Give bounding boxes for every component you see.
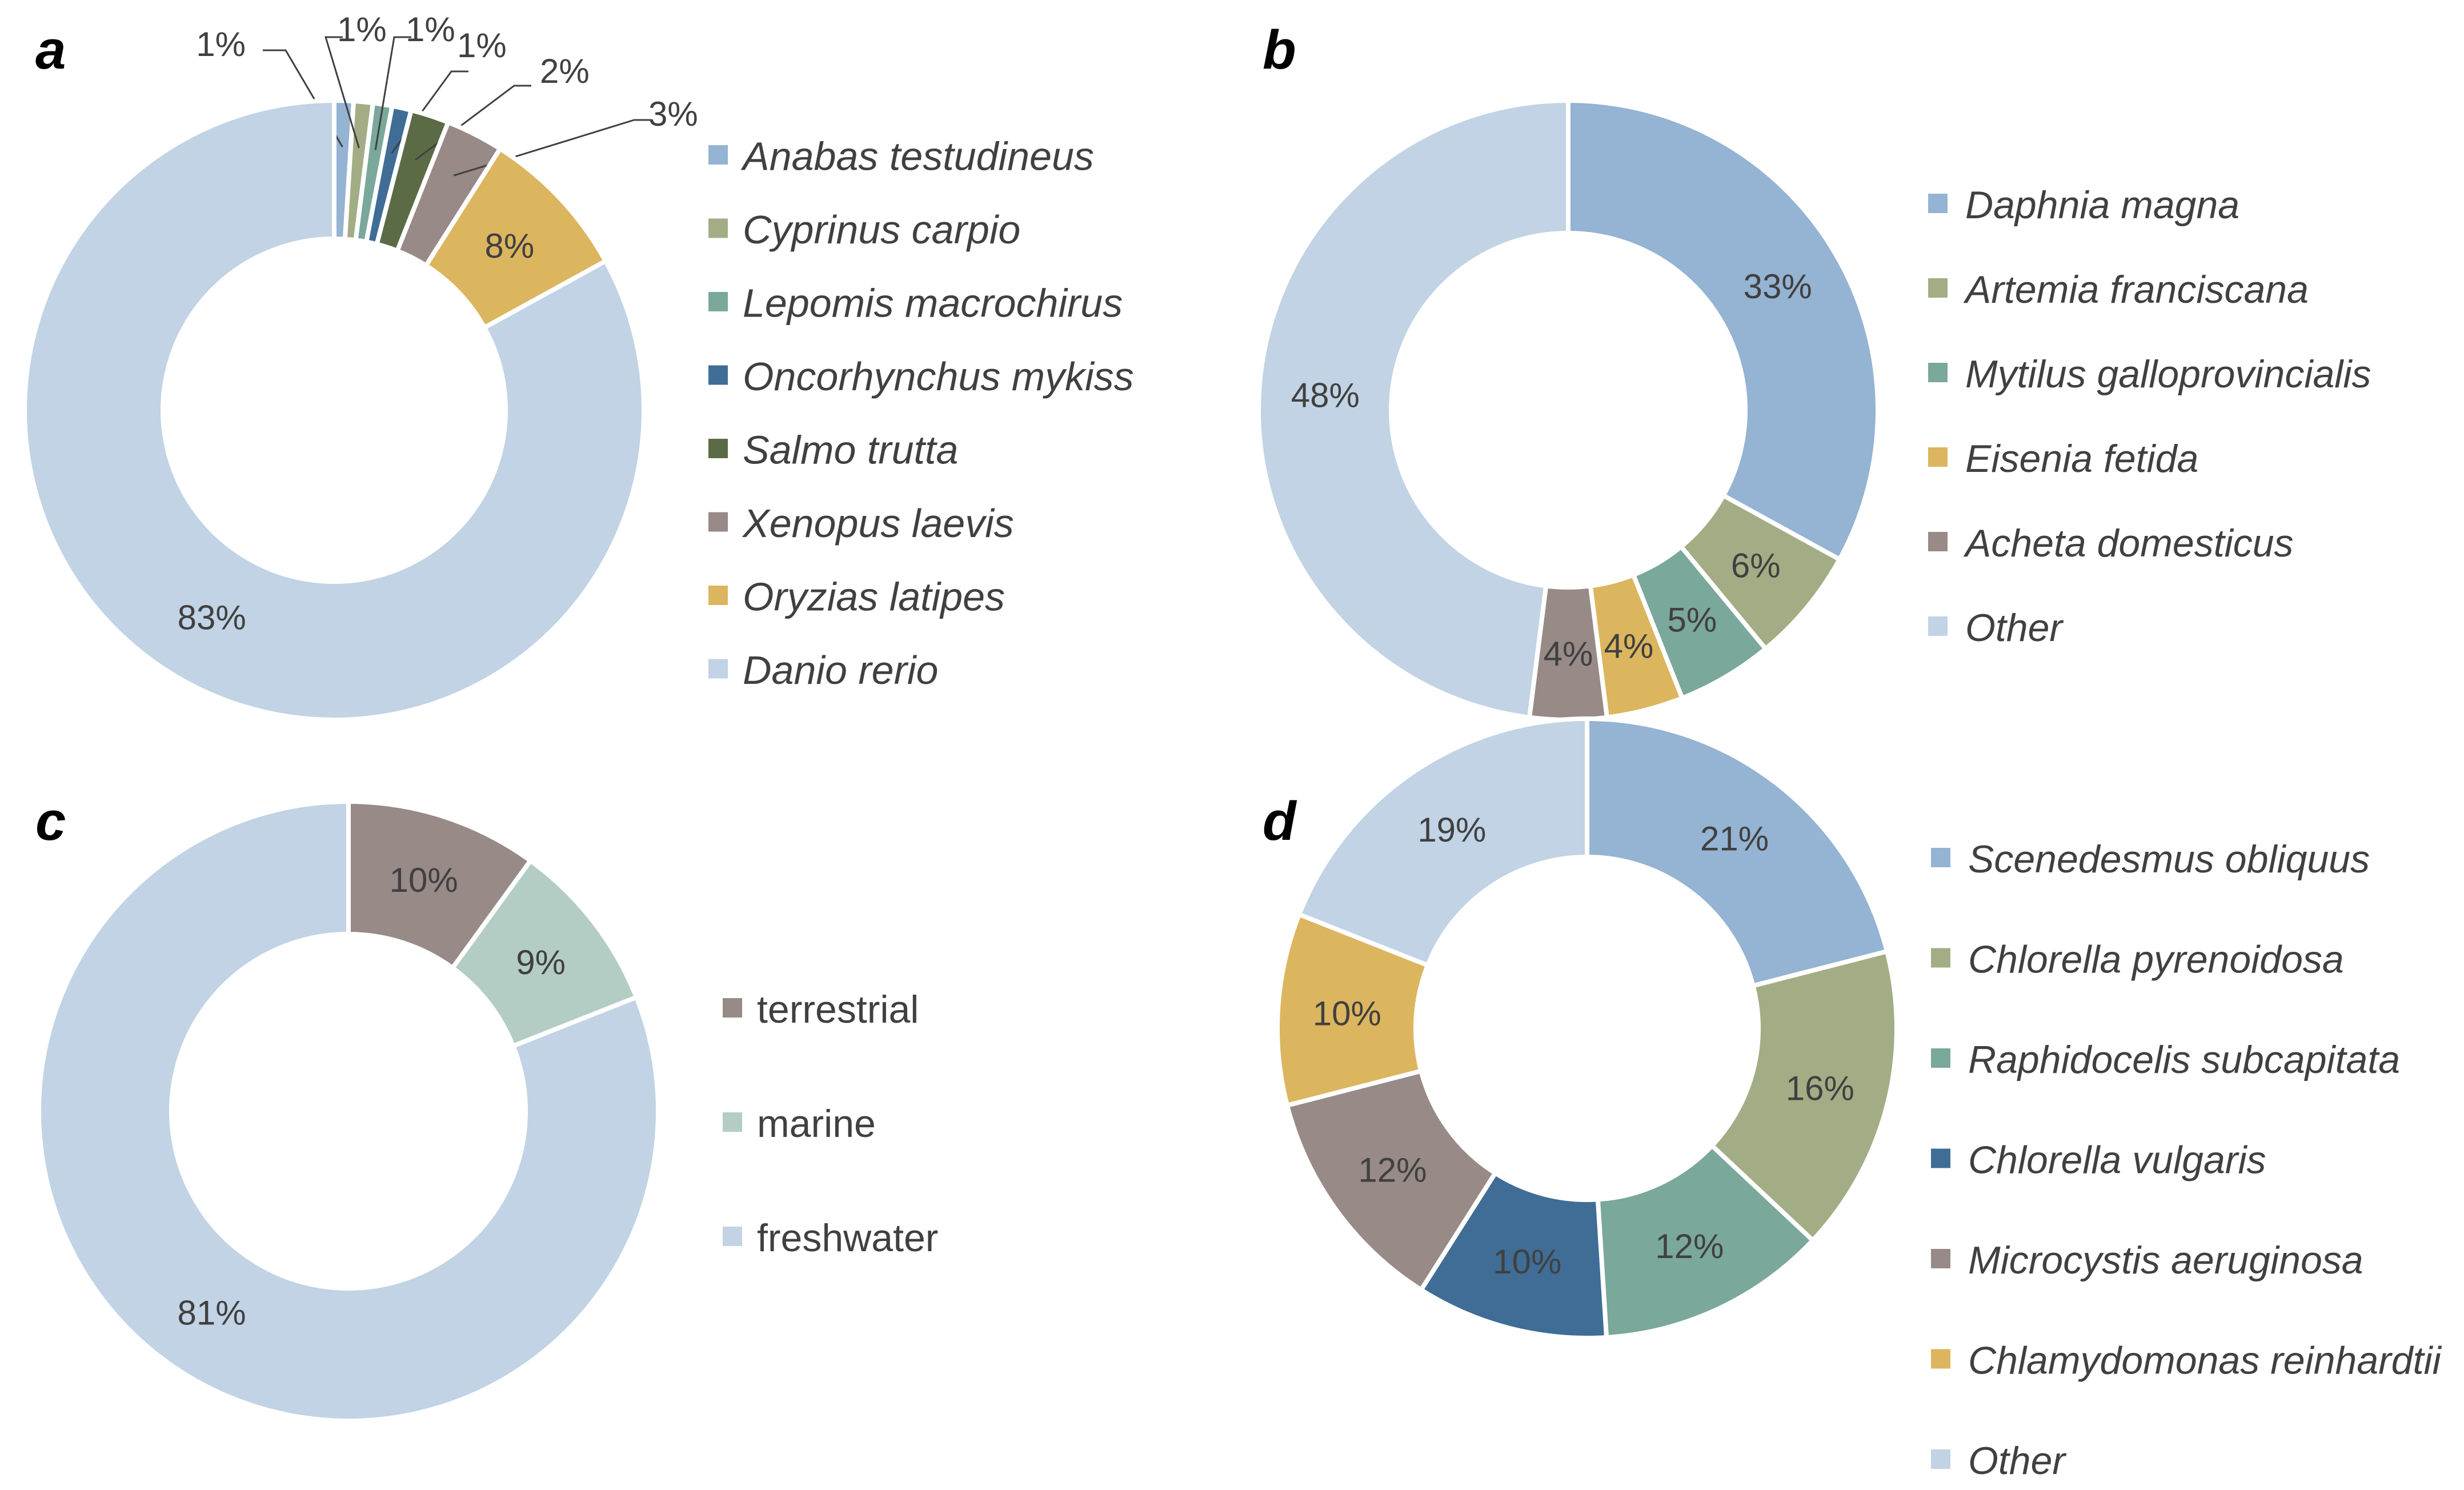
pie-slice <box>1709 948 1899 1244</box>
data-label: 81% <box>178 1293 246 1332</box>
data-label: 16% <box>1786 1070 1854 1108</box>
data-label: 5% <box>1667 601 1717 639</box>
legend-entry: Other <box>1968 1439 2066 1483</box>
data-label: 1% <box>337 10 387 49</box>
legend-swatch <box>1931 1449 1950 1469</box>
pie-slice <box>22 98 646 722</box>
legend-swatch <box>708 512 728 532</box>
legend-entry: marine <box>757 1102 876 1145</box>
data-label: 1% <box>406 10 455 49</box>
legend-swatch <box>1928 194 1948 213</box>
data-label: 1% <box>196 25 246 63</box>
legend-entry: Microcystis aeruginosa <box>1968 1239 2363 1282</box>
data-label: 12% <box>1655 1227 1724 1265</box>
legend-entry: Cyprinus carpio <box>743 207 1020 252</box>
data-label: 83% <box>178 598 246 636</box>
pie-slice <box>1284 1068 1499 1293</box>
legend-entry: Raphidocelis subcapitata <box>1968 1038 2400 1082</box>
data-label: 10% <box>390 861 458 899</box>
legend-swatch <box>708 218 728 238</box>
data-label: 19% <box>1417 811 1486 849</box>
data-label: 8% <box>485 227 535 265</box>
data-label: 10% <box>1493 1243 1561 1281</box>
pie-slice <box>1585 716 1890 989</box>
legend-swatch <box>1928 278 1948 298</box>
legend-swatch <box>1931 1349 1950 1369</box>
legend-swatch <box>1931 1249 1950 1268</box>
legend-entry: Lepomis macrochirus <box>743 281 1123 325</box>
legend-swatch <box>1931 948 1950 968</box>
data-label: 12% <box>1358 1151 1427 1189</box>
data-label: 9% <box>516 943 566 982</box>
legend-entry: Anabas testudineus <box>740 134 1094 178</box>
data-label: 4% <box>1544 635 1593 673</box>
legend-entry: Danio rerio <box>743 648 938 692</box>
data-label: 3% <box>648 95 698 133</box>
legend-entry: Eisenia fetida <box>1965 437 2198 480</box>
pie-slice <box>1296 716 1589 968</box>
legend-swatch <box>723 1227 742 1246</box>
legend-entry: Salmo trutta <box>743 427 958 472</box>
legend-entry: Chlorella pyrenoidosa <box>1968 938 2344 981</box>
legend-swatch <box>708 145 728 165</box>
legend-entry: Oncorhynchus mykiss <box>743 354 1134 399</box>
data-label: 6% <box>1731 547 1781 585</box>
legend-swatch <box>1931 848 1950 867</box>
legend-swatch <box>708 586 728 605</box>
legend-entry: Oryzias latipes <box>743 574 1005 619</box>
legend-swatch <box>708 292 728 311</box>
legend-entry: Daphnia magna <box>1965 183 2239 227</box>
legend-entry: Artemia franciscana <box>1963 268 2309 311</box>
leader-line <box>324 36 360 149</box>
panel-letter: d <box>1263 791 1297 852</box>
pie-slice <box>1566 98 1880 563</box>
legend-entry: Other <box>1965 606 2064 650</box>
legend-swatch <box>708 659 728 679</box>
legend-entry: Chlamydomonas reinhardtii <box>1968 1339 2442 1382</box>
chart-panel-d: d 21% 16% 12% 10% 12% 10% 19% Scenedesmus obliqu… <box>1263 716 2442 1483</box>
pie-slice <box>37 799 660 1423</box>
data-label: 4% <box>1604 627 1654 666</box>
legend-swatch <box>723 1112 742 1132</box>
pie-slice <box>1256 98 1570 720</box>
legend-swatch <box>708 365 728 385</box>
chart-panel-c: c 10% 9% 81% terrestrial marine freshwater <box>35 791 938 1423</box>
data-label: 2% <box>540 52 590 90</box>
legend-swatch <box>723 998 742 1018</box>
legend-entry: Xenopus laevis <box>742 501 1014 546</box>
legend-swatch <box>1928 616 1948 636</box>
legend-entry: Scenedesmus obliquus <box>1968 838 2370 881</box>
legend-entry: Mytilus galloprovincialis <box>1965 353 2371 396</box>
data-label: 48% <box>1291 376 1360 414</box>
data-label: 10% <box>1313 995 1381 1033</box>
data-label: 1% <box>457 26 507 65</box>
pie-slice <box>1595 1142 1816 1340</box>
panel-letter: a <box>35 19 66 81</box>
legend-swatch <box>1928 363 1948 382</box>
leader-line <box>374 36 411 150</box>
legend-swatch <box>1931 1148 1950 1168</box>
legend-swatch <box>1931 1048 1950 1068</box>
legend-entry: Chlorella vulgaris <box>1968 1138 2266 1181</box>
data-label: 21% <box>1700 819 1769 858</box>
legend-entry: Acheta domesticus <box>1963 522 2294 565</box>
legend-entry: terrestrial <box>757 988 919 1031</box>
panel-letter: b <box>1263 19 1296 81</box>
legend-swatch <box>1928 447 1948 467</box>
legend-swatch <box>1928 532 1948 551</box>
panel-letter: c <box>35 791 66 852</box>
data-label: 33% <box>1744 267 1812 306</box>
legend-entry: freshwater <box>757 1216 938 1260</box>
legend-swatch <box>708 439 728 458</box>
